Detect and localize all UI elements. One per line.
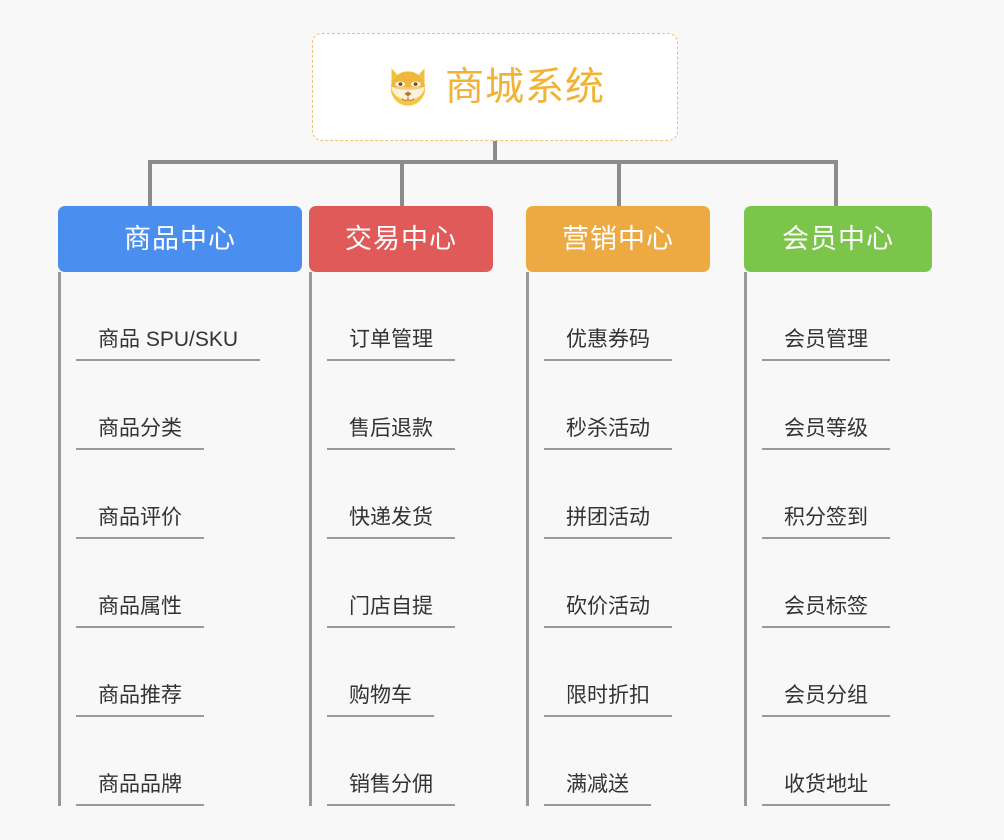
leaf-list-1: 商品 SPU/SKU 商品分类 商品评价 商品属性 商品推荐 商品品牌	[58, 272, 302, 806]
leaf-label: 门店自提	[349, 594, 433, 618]
branch-column-4: 会员中心 会员管理 会员等级 积分签到 会员标签 会员分组 收货地址	[744, 206, 932, 806]
list-item[interactable]: 会员标签	[762, 539, 932, 628]
leaf-label: 购物车	[349, 683, 412, 707]
leaf-label: 快递发货	[349, 505, 433, 529]
category-label: 营销中心	[562, 223, 674, 254]
leaf-label: 会员管理	[784, 327, 868, 351]
list-item[interactable]: 秒杀活动	[544, 361, 710, 450]
list-item[interactable]: 会员分组	[762, 628, 932, 717]
list-item[interactable]: 销售分佣	[327, 717, 493, 806]
leaf-label: 商品属性	[98, 594, 182, 618]
list-item[interactable]: 商品分类	[76, 361, 302, 450]
list-item[interactable]: 商品品牌	[76, 717, 302, 806]
leaf-label: 商品分类	[98, 416, 182, 440]
category-box-2[interactable]: 交易中心	[309, 206, 493, 272]
leaf-label: 限时折扣	[566, 683, 650, 707]
category-box-1[interactable]: 商品中心	[58, 206, 302, 272]
leaf-label: 销售分佣	[349, 772, 433, 796]
leaf-label: 会员等级	[784, 416, 868, 440]
list-item[interactable]: 会员等级	[762, 361, 932, 450]
connector-drop-2	[400, 160, 404, 208]
list-item[interactable]: 商品评价	[76, 450, 302, 539]
leaf-list-4: 会员管理 会员等级 积分签到 会员标签 会员分组 收货地址	[744, 272, 932, 806]
leaf-label: 订单管理	[349, 327, 433, 351]
leaf-label: 商品 SPU/SKU	[98, 327, 239, 351]
leaf-label: 商品评价	[98, 505, 182, 529]
shiba-dog-icon	[390, 68, 426, 106]
connector-drop-4	[834, 160, 838, 208]
connector-stem	[493, 141, 497, 163]
list-item[interactable]: 收货地址	[762, 717, 932, 806]
list-item[interactable]: 商品 SPU/SKU	[76, 272, 302, 361]
branch-column-2: 交易中心 订单管理 售后退款 快递发货 门店自提 购物车 销售分佣	[309, 206, 493, 806]
list-item[interactable]: 售后退款	[327, 361, 493, 450]
list-item[interactable]: 拼团活动	[544, 450, 710, 539]
list-item[interactable]: 门店自提	[327, 539, 493, 628]
leaf-label: 拼团活动	[566, 505, 650, 529]
list-item[interactable]: 积分签到	[762, 450, 932, 539]
leaf-label: 积分签到	[784, 505, 868, 529]
branch-column-1: 商品中心 商品 SPU/SKU 商品分类 商品评价 商品属性 商品推荐 商品品牌	[58, 206, 302, 806]
leaf-label: 优惠券码	[566, 327, 650, 351]
leaf-label: 满减送	[566, 772, 629, 796]
connector-drop-1	[148, 160, 152, 208]
list-item[interactable]: 优惠券码	[544, 272, 710, 361]
list-item[interactable]: 商品属性	[76, 539, 302, 628]
branch-column-3: 营销中心 优惠券码 秒杀活动 拼团活动 砍价活动 限时折扣 满减送	[526, 206, 710, 806]
leaf-label: 商品品牌	[98, 772, 182, 796]
leaf-label: 售后退款	[349, 416, 433, 440]
leaf-label: 会员分组	[784, 683, 868, 707]
list-item[interactable]: 快递发货	[327, 450, 493, 539]
list-item[interactable]: 限时折扣	[544, 628, 710, 717]
category-box-3[interactable]: 营销中心	[526, 206, 710, 272]
leaf-label: 会员标签	[784, 594, 868, 618]
leaf-label: 商品推荐	[98, 683, 182, 707]
category-label: 会员中心	[782, 223, 894, 254]
leaf-label: 收货地址	[784, 772, 868, 796]
leaf-list-2: 订单管理 售后退款 快递发货 门店自提 购物车 销售分佣	[309, 272, 493, 806]
connector-bus	[148, 160, 838, 164]
leaf-label: 秒杀活动	[566, 416, 650, 440]
root-title: 商城系统	[444, 65, 605, 109]
list-item[interactable]: 商品推荐	[76, 628, 302, 717]
leaf-label: 砍价活动	[566, 594, 650, 618]
category-label: 商品中心	[124, 223, 236, 254]
category-box-4[interactable]: 会员中心	[744, 206, 932, 272]
leaf-list-3: 优惠券码 秒杀活动 拼团活动 砍价活动 限时折扣 满减送	[526, 272, 710, 806]
list-item[interactable]: 订单管理	[327, 272, 493, 361]
root-node[interactable]: 商城系统	[312, 33, 678, 141]
list-item[interactable]: 满减送	[544, 717, 710, 806]
list-item[interactable]: 购物车	[327, 628, 493, 717]
list-item[interactable]: 砍价活动	[544, 539, 710, 628]
category-label: 交易中心	[345, 223, 457, 254]
connector-drop-3	[617, 160, 621, 208]
list-item[interactable]: 会员管理	[762, 272, 932, 361]
